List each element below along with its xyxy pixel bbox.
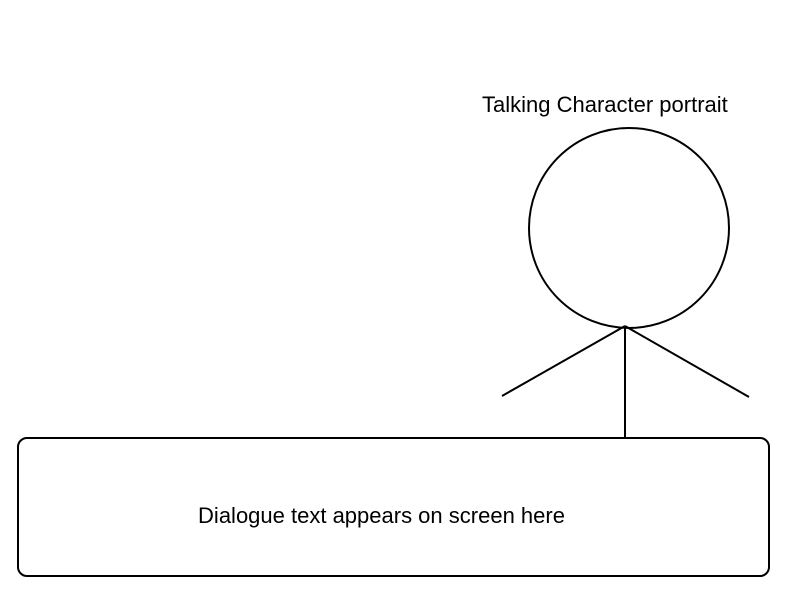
portrait-right-arm: [624, 325, 750, 398]
portrait-head: [528, 127, 730, 329]
dialogue-text: Dialogue text appears on screen here: [198, 503, 565, 528]
portrait-label: Talking Character portrait: [482, 92, 728, 117]
dialogue-box[interactable]: Dialogue text appears on screen here: [17, 437, 770, 577]
portrait-left-arm: [501, 325, 626, 397]
